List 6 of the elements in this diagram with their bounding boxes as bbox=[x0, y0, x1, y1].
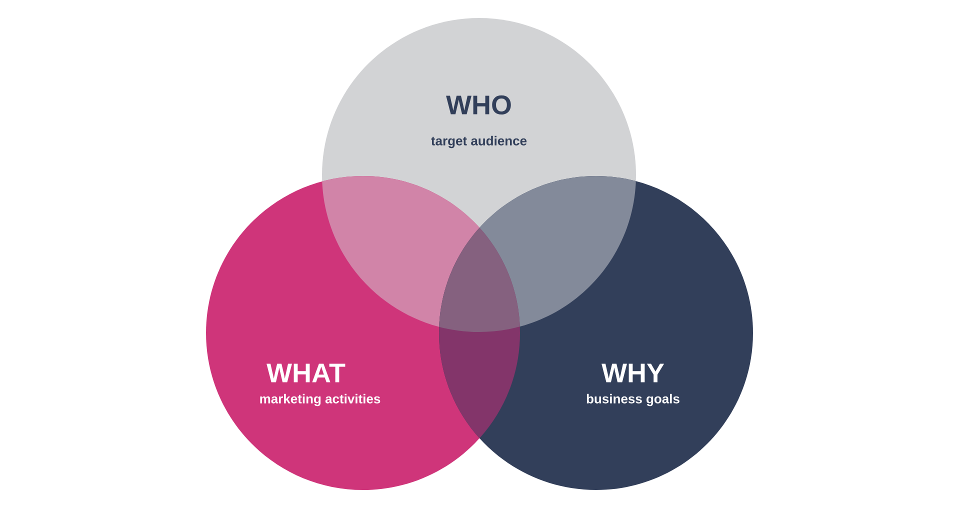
heading-text: WHO bbox=[446, 95, 511, 115]
heading-text: WHY bbox=[602, 364, 664, 382]
heading-text: WHAT bbox=[266, 364, 346, 382]
subtitle-text: target audience bbox=[431, 136, 527, 148]
subtitle-text: marketing activities bbox=[260, 394, 380, 406]
subtitle-text: business goals bbox=[586, 394, 680, 406]
